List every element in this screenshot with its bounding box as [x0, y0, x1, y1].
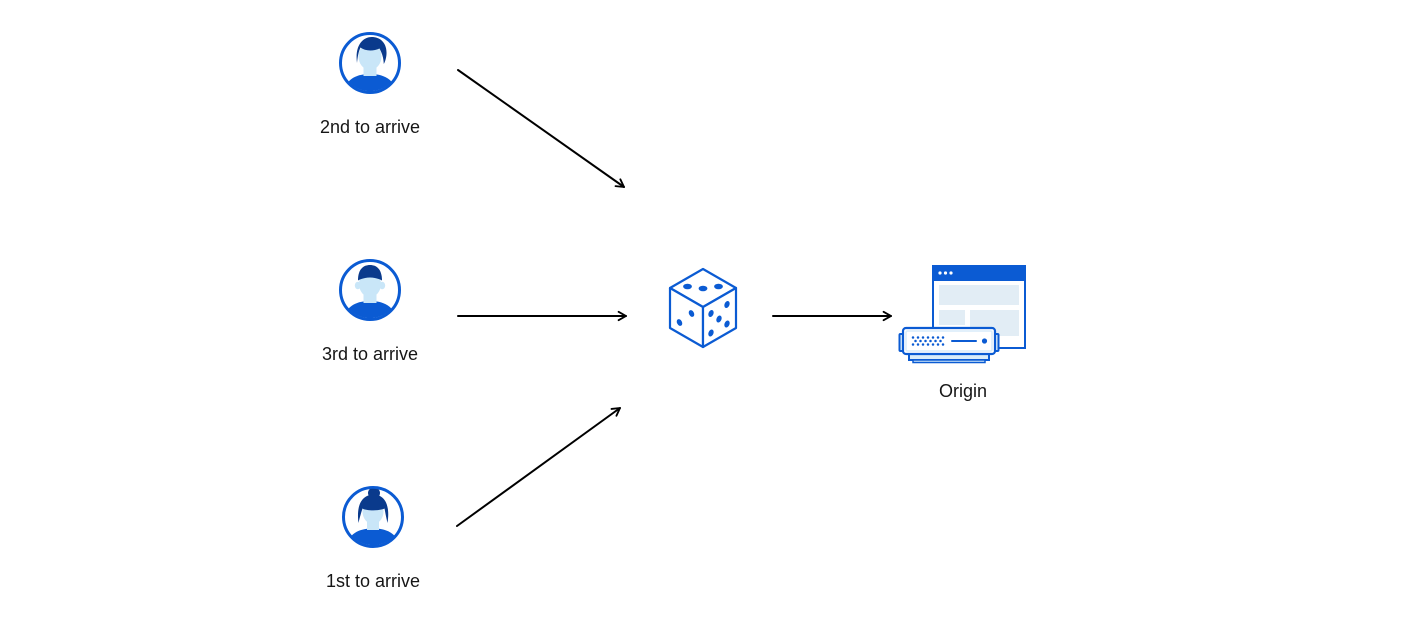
node-label: Origin — [938, 381, 987, 401]
node-visitor-2nd: 2nd to arrive — [290, 31, 450, 137]
dice-icon — [668, 267, 738, 349]
edge-visitor-1st-to-dice — [456, 407, 621, 527]
node-label: 3rd to arrive — [321, 344, 419, 364]
user-avatar-female-icon — [342, 486, 404, 548]
edge-visitor-2nd-to-dice — [457, 69, 625, 188]
server-icon — [898, 326, 1000, 364]
node-visitor-3rd: 3rd to arrive — [290, 258, 450, 364]
node-label: 1st to arrive — [325, 571, 421, 591]
user-avatar-male-icon — [339, 32, 401, 94]
node-label: 2nd to arrive — [319, 117, 421, 137]
user-avatar-male-icon — [339, 259, 401, 321]
node-random-dice — [666, 266, 740, 350]
origin-server-icon — [898, 265, 1026, 364]
node-origin: Origin — [883, 262, 1043, 401]
node-visitor-1st: 1st to arrive — [293, 485, 453, 591]
